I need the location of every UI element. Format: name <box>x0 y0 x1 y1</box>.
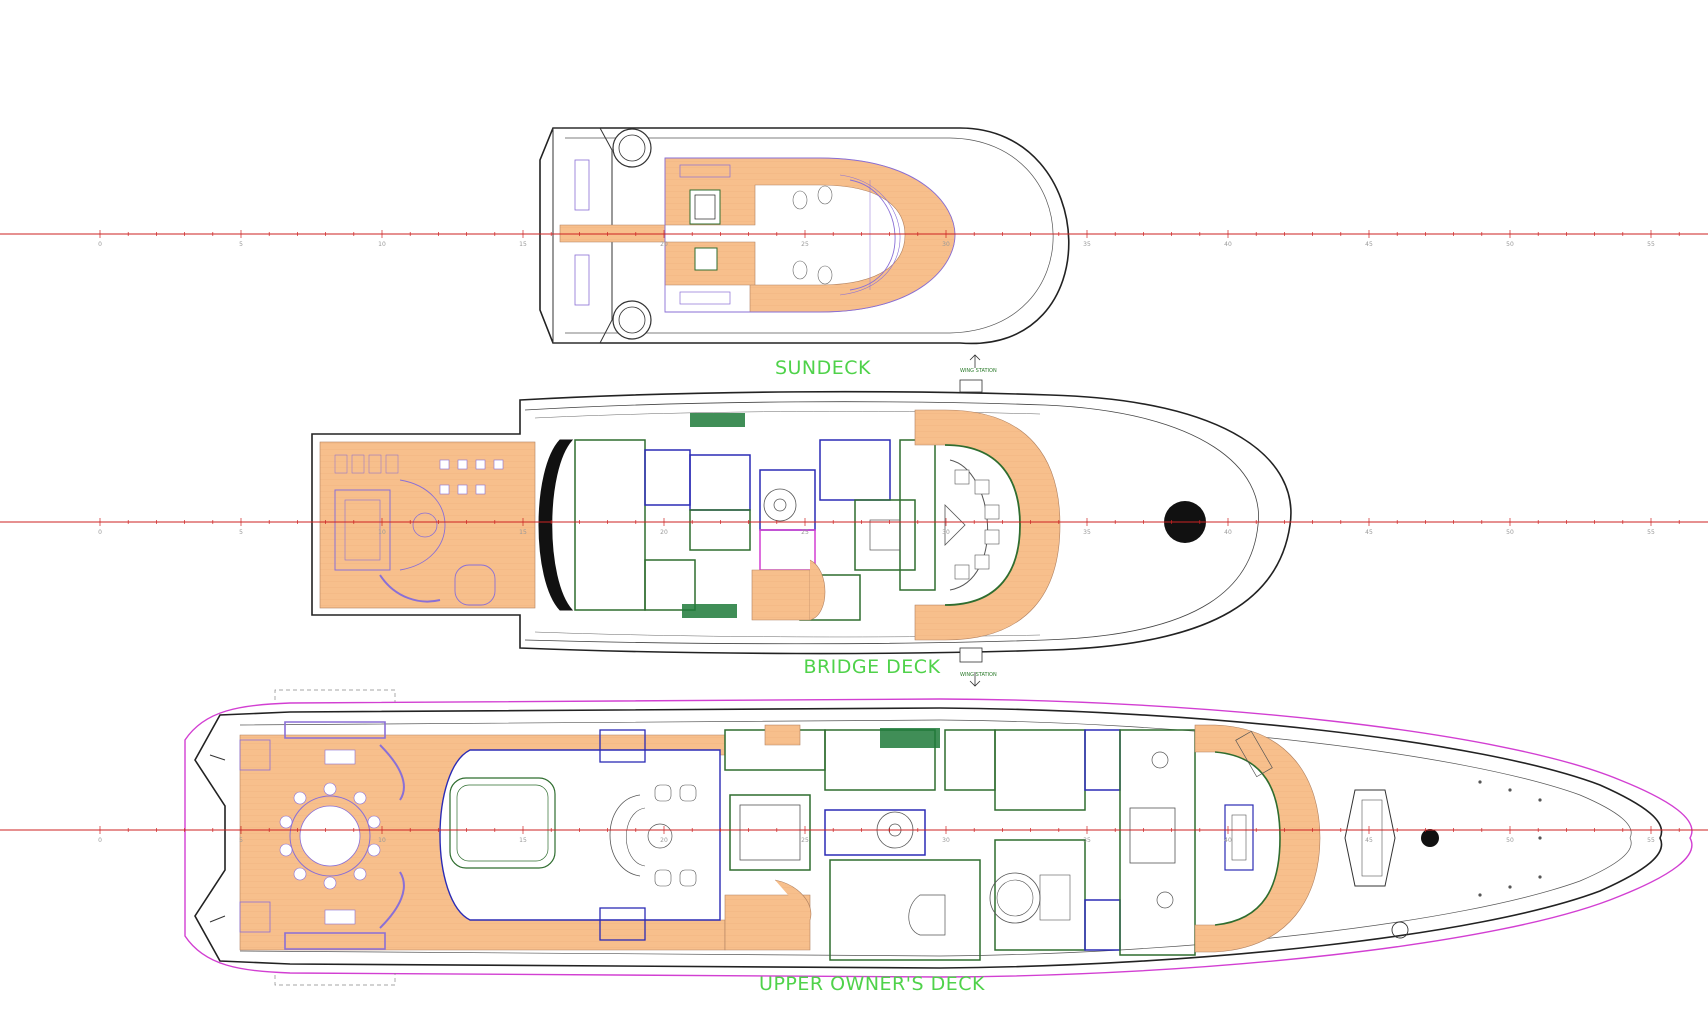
ruler-tick-label: 5 <box>239 529 243 536</box>
upper-anchor-winch <box>1344 789 1396 887</box>
bridge-aft-glass-wall <box>538 439 574 611</box>
ruler-tick-label: 50 <box>1506 241 1514 248</box>
sundeck-davit-port <box>612 128 652 168</box>
bridge-hull-inner <box>524 401 1259 645</box>
bridge-deck-plan: WING STATION WING STATION <box>311 354 1292 687</box>
bridge-deck-title: BRIDGE DECK <box>803 656 940 678</box>
upper-owners-deck-plan <box>184 689 1693 986</box>
svg-text:WING STATION: WING STATION <box>960 368 997 374</box>
ruler-tick-label: 35 <box>1083 241 1091 248</box>
ruler-tick-label: 30 <box>942 837 950 844</box>
ruler-tick-label: 55 <box>1647 837 1655 844</box>
ruler-tick-label: 45 <box>1365 837 1373 844</box>
ruler-tick-label: 20 <box>660 529 668 536</box>
upper-round-dining-table <box>289 795 371 877</box>
ruler-tick-label: 45 <box>1365 241 1373 248</box>
svg-text:WING STATION: WING STATION <box>960 672 997 678</box>
sundeck-davit-starboard <box>612 300 652 340</box>
ruler-tick-label: 20 <box>660 837 668 844</box>
ruler-tick-label: 10 <box>378 241 386 248</box>
ruler-tick-label: 20 <box>660 241 668 248</box>
ruler-tick-label: 30 <box>942 529 950 536</box>
bridge-wing-station-port <box>959 379 983 393</box>
ruler-tick-label: 25 <box>801 529 809 536</box>
ruler-tick-label: 40 <box>1224 241 1232 248</box>
ruler-tick-label: 30 <box>942 241 950 248</box>
ruler-tick-label: 50 <box>1506 837 1514 844</box>
ruler-tick-label: 50 <box>1506 529 1514 536</box>
ruler-tick-label: 45 <box>1365 529 1373 536</box>
ruler-tick-label: 10 <box>378 837 386 844</box>
ruler-tick-label: 55 <box>1647 241 1655 248</box>
ruler-tick-label: 0 <box>98 241 102 248</box>
bridge-wing-station-starboard <box>959 647 983 663</box>
bridge-aft-teak-area <box>319 441 536 609</box>
ruler-tick-label: 55 <box>1647 529 1655 536</box>
sundeck-aft-section <box>552 127 613 344</box>
ruler-tick-label: 15 <box>519 837 527 844</box>
upper-interior-walls <box>724 729 1196 961</box>
ruler-tick-label: 0 <box>98 529 102 536</box>
upper-owners-deck-title: UPPER OWNER'S DECK <box>759 973 985 995</box>
ruler-tick-label: 35 <box>1083 837 1091 844</box>
ruler-tick-label: 40 <box>1224 529 1232 536</box>
ruler-tick-label: 25 <box>801 837 809 844</box>
ruler-tick-label: 0 <box>98 837 102 844</box>
ruler-tick-label: 5 <box>239 241 243 248</box>
ruler-tick-label: 25 <box>801 241 809 248</box>
ruler-tick-label: 15 <box>519 529 527 536</box>
ruler-tick-label: 15 <box>519 241 527 248</box>
ruler-tick-label: 10 <box>378 529 386 536</box>
ruler-tick-label: 40 <box>1224 837 1232 844</box>
ruler-tick-label: 5 <box>239 837 243 844</box>
sundeck-plan <box>539 127 1070 345</box>
upper-jacuzzi <box>449 777 556 869</box>
ruler-tick-label: 35 <box>1083 529 1091 536</box>
sundeck-title: SUNDECK <box>775 357 871 379</box>
